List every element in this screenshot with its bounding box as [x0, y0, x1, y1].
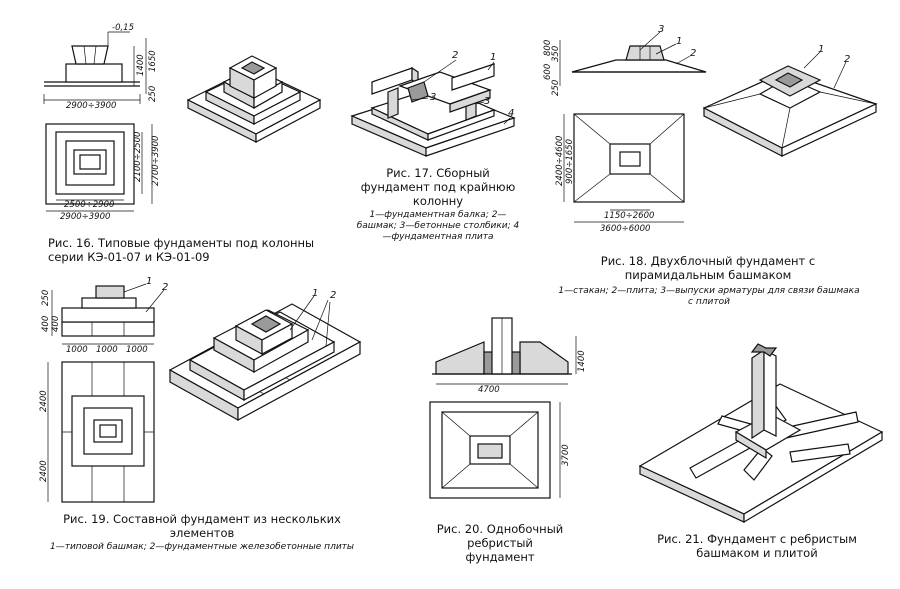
- fig18-callout-3: 3: [658, 24, 664, 35]
- fig19-dim-seg1: 1000: [66, 345, 88, 355]
- fig16-dim-vout: 2700÷3900: [151, 136, 161, 186]
- fig19-dim-seg2: 1000: [96, 345, 118, 355]
- fig20-plan: 3700: [429, 401, 571, 499]
- fig20-dim-w: 4700: [478, 385, 500, 395]
- fig19-callout-1-iso: 1: [312, 288, 318, 299]
- fig19-callout-2-iso: 2: [330, 290, 336, 301]
- fig18-dim-hc: 250: [551, 80, 561, 96]
- fig17-callout-1: 1: [490, 52, 496, 63]
- fig19-dim-htop: 250: [41, 290, 51, 306]
- fig16-dim-h1: 1400: [136, 54, 146, 76]
- fig18-dim-win: 1150÷2600: [604, 211, 654, 221]
- fig17-callout-3a: 3: [430, 92, 436, 103]
- fig18-isometric: 1 2: [702, 44, 878, 157]
- fig19-caption: Рис. 19. Составной фундамент из нескольк…: [63, 512, 341, 540]
- fig16-elevation: -0,15 1400 1650 250 2900÷3900: [43, 23, 158, 111]
- fig18-callout-2-elev: 2: [690, 48, 696, 59]
- fig18-caption: Рис. 18. Двухблочный фундамент с пирамид…: [600, 254, 816, 282]
- fig16-dim-wout: 2900÷3900: [60, 212, 110, 222]
- fig17-callout-2: 2: [452, 50, 458, 61]
- fig17-isometric: 2 1 3 3 4: [350, 50, 516, 157]
- fig19-dim-v1: 2400: [39, 390, 49, 412]
- fig20-elevation: 1400 4700: [432, 317, 587, 395]
- fig18-callout-1-elev: 1: [676, 36, 682, 47]
- fig21-isometric: [638, 343, 884, 524]
- fig20-caption: Рис. 20. Однобочный ребристый фундамент: [436, 522, 564, 564]
- fig19-callout-2-elev: 2: [162, 282, 168, 293]
- fig16-dim-h3: 250: [148, 86, 158, 102]
- fig17-callout-4: 4: [508, 108, 514, 119]
- fig18-callout-1-iso: 1: [818, 44, 824, 55]
- fig19-elevation: 1 2 250 400 400 1000 1000 1000: [41, 276, 168, 355]
- fig18-dim-htop: 350: [551, 46, 561, 62]
- fig18-legend: 1—стакан; 2—плита; 3—выпуски арматуры дл…: [558, 286, 860, 307]
- fig19-legend: 1—типовой башмак; 2—фундаментные железоб…: [49, 542, 355, 552]
- fig18-callout-2-iso: 2: [844, 54, 850, 65]
- fig18-dim-vout: 2400÷4600: [555, 136, 565, 186]
- fig16-plan: 2100÷2500 2700÷3900 2500÷2900 2900÷3900: [45, 123, 161, 222]
- fig18-dim-ha: 800: [543, 40, 553, 56]
- fig19-plan: 2400 2400: [39, 361, 155, 503]
- fig18-dim-hb: 600: [543, 64, 553, 80]
- fig16-dim-win: 2500÷2900: [64, 200, 114, 210]
- fig21-caption: Рис. 21. Фундамент с ребристым башмаком …: [657, 532, 857, 560]
- fig16-dim-h2: 1650: [148, 50, 158, 72]
- fig19-dim-v2: 2400: [39, 460, 49, 482]
- fig16-dim-wside: 2900÷3900: [66, 101, 116, 111]
- fig18-dim-vin: 900÷1650: [565, 139, 575, 184]
- fig20-dim-h: 1400: [577, 350, 587, 372]
- fig19-dim-h1: 400: [41, 316, 51, 332]
- fig19-isometric: 1 2: [168, 288, 362, 422]
- fig18-plan: 2400÷4600 900÷1650 1150÷2600 3600÷6000: [555, 113, 685, 234]
- fig19-callout-1-elev: 1: [146, 276, 152, 287]
- fig16-dim-vin: 2100÷2500: [133, 132, 143, 182]
- fig19-dim-seg3: 1000: [126, 345, 148, 355]
- fig19-dim-h2: 400: [51, 316, 61, 332]
- fig18-elevation: 3 1 2 350 800 600 250: [543, 24, 707, 96]
- fig16-elev-mark: -0,15: [112, 23, 134, 33]
- fig17-callout-3b: 3: [484, 96, 490, 107]
- fig20-dim-v: 3700: [561, 444, 571, 466]
- fig17-caption: Рис. 17. Сборный фундамент под крайнюю к…: [360, 166, 516, 208]
- fig18-dim-wout: 3600÷6000: [600, 224, 650, 234]
- fig16-caption: Рис. 16. Типовые фундаменты под колонны …: [48, 236, 315, 264]
- fig16-isometric: [186, 55, 322, 143]
- fig17-legend: 1—фундаментная балка; 2—башмак; 3—бетонн…: [356, 210, 520, 242]
